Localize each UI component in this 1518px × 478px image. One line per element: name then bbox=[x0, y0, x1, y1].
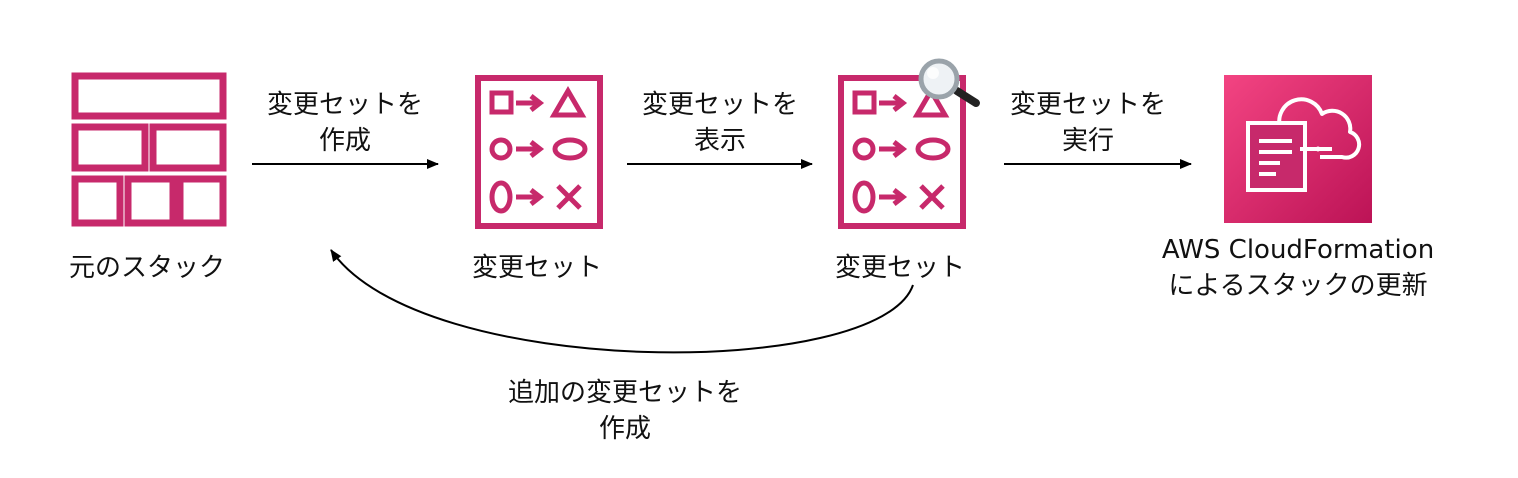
cloudformation-label-line2: によるスタックの更新 bbox=[1168, 271, 1428, 301]
create-additional-label-line1: 追加の変更セットを bbox=[507, 378, 742, 408]
view-label-line1: 変更セットを bbox=[641, 90, 798, 120]
change-set-list-icon bbox=[838, 75, 966, 229]
change-set-label: 変更セット bbox=[430, 250, 644, 286]
create-change-set-label: 変更セットを 作成 bbox=[245, 87, 445, 159]
create-label-line2: 作成 bbox=[318, 126, 371, 156]
stack-grid-icon bbox=[71, 72, 227, 227]
cloudformation-label: AWS CloudFormation によるスタックの更新 bbox=[1138, 232, 1458, 304]
original-stack-label-text: 元のスタック bbox=[68, 253, 225, 283]
aws-cloudformation-icon bbox=[1224, 75, 1372, 223]
magnifier-icon bbox=[918, 58, 980, 107]
cloudformation-label-line1: AWS CloudFormation bbox=[1161, 235, 1435, 265]
create-additional-label-line2: 作成 bbox=[598, 414, 651, 444]
view-label-line2: 表示 bbox=[693, 126, 746, 156]
view-change-set-label: 変更セットを 表示 bbox=[620, 87, 820, 159]
original-stack-label: 元のスタック bbox=[40, 250, 254, 286]
create-label-line1: 変更セットを bbox=[266, 90, 423, 120]
change-set-viewed-label: 変更セット bbox=[793, 250, 1007, 286]
execute-label-line2: 実行 bbox=[1061, 126, 1114, 156]
execute-change-set-label: 変更セットを 実行 bbox=[988, 87, 1188, 159]
create-additional-change-set-arrow bbox=[330, 249, 914, 354]
change-set-viewed-label-text: 変更セット bbox=[834, 253, 965, 283]
change-set-label-text: 変更セット bbox=[471, 253, 602, 283]
change-set-list-icon bbox=[475, 75, 603, 229]
create-additional-change-set-label: 追加の変更セットを 作成 bbox=[470, 375, 780, 447]
execute-label-line1: 変更セットを bbox=[1009, 90, 1166, 120]
